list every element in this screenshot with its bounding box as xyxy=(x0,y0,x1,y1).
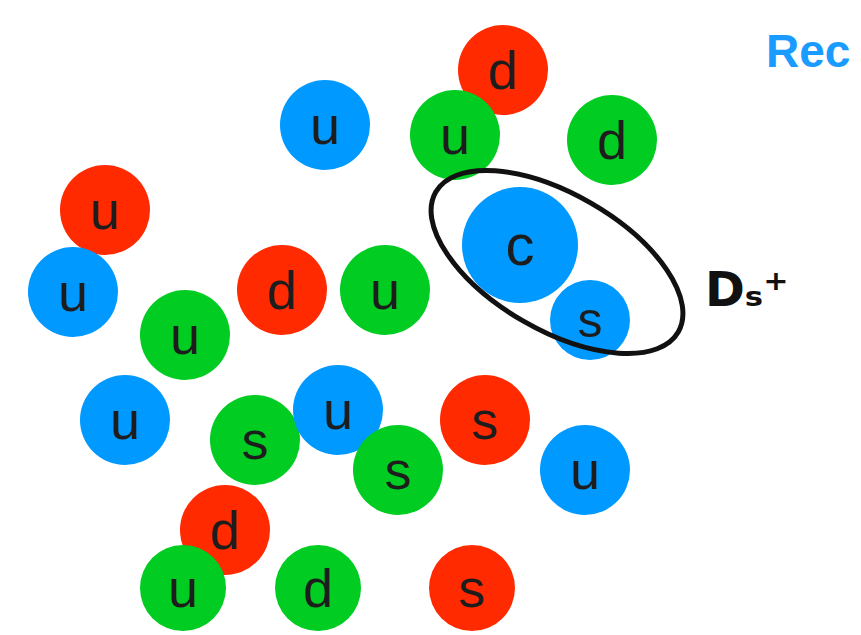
quark-label: u xyxy=(110,393,140,447)
heading-label: Rec xyxy=(766,28,850,74)
quark-circle: u xyxy=(540,425,630,515)
meson-ellipse xyxy=(417,165,697,365)
quark-label: d xyxy=(488,43,518,97)
quark-label: d xyxy=(303,561,333,615)
quark-circle: s xyxy=(429,545,515,631)
quark-circle: u xyxy=(28,247,118,337)
quark-circle: u xyxy=(60,165,150,255)
quark-label: s xyxy=(242,413,269,467)
quark-circle: u xyxy=(410,90,500,180)
quark-circle: u xyxy=(280,80,370,170)
quark-label: u xyxy=(90,183,120,237)
quark-label: s xyxy=(578,295,603,345)
quark-circle: u xyxy=(340,245,430,335)
quark-circle: u xyxy=(80,375,170,465)
quark-label: u xyxy=(570,443,600,497)
quark-label: u xyxy=(440,108,470,162)
quark-circle: s xyxy=(440,375,530,465)
quark-label: s xyxy=(472,393,499,447)
meson-ellipse-stroke xyxy=(402,133,712,391)
quark-label: s xyxy=(385,443,412,497)
quark-label: u xyxy=(310,98,340,152)
quark-label: u xyxy=(58,265,88,319)
quark-label: u xyxy=(168,561,198,615)
quark-label: c xyxy=(506,216,535,274)
quark-label: u xyxy=(170,308,200,362)
quark-circle: s xyxy=(353,425,443,515)
quark-label: d xyxy=(210,503,240,557)
quark-circle: c xyxy=(462,187,578,303)
quark-circle: d xyxy=(275,545,361,631)
quark-label: d xyxy=(597,113,627,167)
quark-circle: u xyxy=(140,545,226,631)
quark-circle: u xyxy=(140,290,230,380)
quark-circle: s xyxy=(210,395,300,485)
quark-label: u xyxy=(370,263,400,317)
quark-label: d xyxy=(267,263,297,317)
quark-label: s xyxy=(459,561,486,615)
meson-label: Dₛ⁺ xyxy=(705,265,788,313)
quark-label: u xyxy=(323,383,353,437)
quark-circle: d xyxy=(567,95,657,185)
quark-circle: d xyxy=(237,245,327,335)
meson-outline: Dₛ⁺cs xyxy=(417,165,697,365)
